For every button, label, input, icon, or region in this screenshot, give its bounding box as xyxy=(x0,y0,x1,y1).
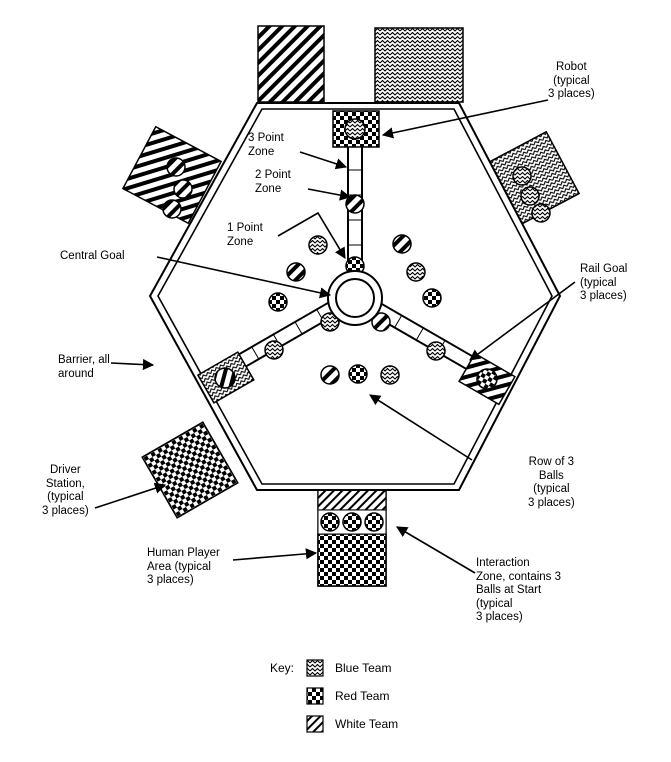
driver-station-bottom-left-red xyxy=(141,421,239,519)
field-balls xyxy=(268,234,442,312)
human-player-area-bottom xyxy=(317,489,387,587)
key-label-white: White Team xyxy=(335,717,399,731)
key-label-red: Red Team xyxy=(335,689,390,703)
robot-right-white xyxy=(458,352,516,406)
driver-station-top-white xyxy=(257,25,325,103)
key-swatch-white xyxy=(306,715,324,733)
central-goal xyxy=(327,270,383,326)
key-swatch-blue xyxy=(306,659,324,677)
label-central-goal: Central Goal xyxy=(60,250,125,262)
rail-balls xyxy=(264,194,446,361)
leader-lines xyxy=(94,99,576,574)
label-interaction-zone: Interaction Zone, contains 3 Balls at St… xyxy=(476,557,562,623)
row-of-3-balls xyxy=(320,364,400,385)
label-human-player-area: Human Player Area (typical 3 places) xyxy=(147,547,220,586)
key-label-blue: Blue Team xyxy=(335,661,392,675)
key-swatch-red xyxy=(306,687,324,705)
label-robot: Robot (typical 3 places) xyxy=(548,61,595,100)
interaction-zone-left-balls xyxy=(162,157,193,219)
key-title: Key: xyxy=(270,661,295,675)
robot-top-red xyxy=(332,110,380,148)
label-1-point-zone: 1 Point Zone xyxy=(227,222,263,248)
robot-left-blue xyxy=(196,351,255,404)
label-2-point-zone: 2 Point Zone xyxy=(255,169,291,195)
interaction-zone-right-balls xyxy=(512,166,551,223)
label-row-of-3-balls: Row of 3 Balls (typical 3 places) xyxy=(528,456,575,509)
label-3-point-zone: 3 Point Zone xyxy=(248,132,284,158)
interaction-zone-balls xyxy=(317,509,387,535)
driver-station-top-blue xyxy=(374,27,464,103)
label-barrier: Barrier, all around xyxy=(58,354,110,380)
label-driver-station: Driver Station, (typical 3 places) xyxy=(42,464,89,517)
key-swatches xyxy=(306,659,324,733)
label-rail-goal: Rail Goal (typical 3 places) xyxy=(580,263,628,302)
